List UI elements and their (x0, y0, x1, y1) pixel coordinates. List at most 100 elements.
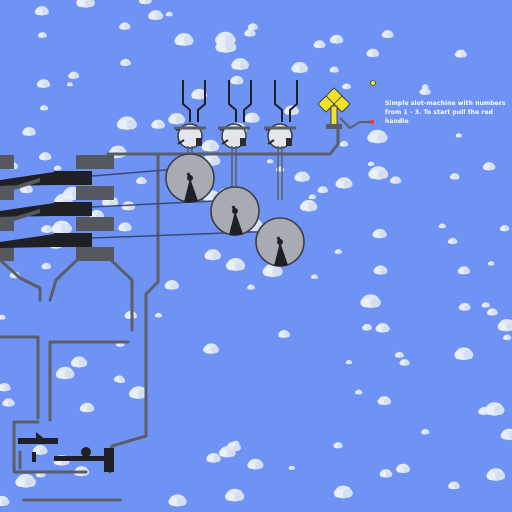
cloud (138, 0, 152, 5)
cloud (155, 312, 163, 318)
block (0, 217, 14, 231)
instructions-text: Simple slot-machine with numbers from 1 … (385, 100, 506, 125)
cloud (399, 359, 410, 366)
cloud (481, 302, 490, 308)
flywheel-icon (255, 217, 305, 267)
cloud (487, 261, 495, 266)
cloud (70, 356, 88, 368)
cloud (421, 84, 429, 89)
cloud (38, 32, 47, 38)
cloud (284, 105, 299, 116)
cloud (203, 343, 219, 354)
yellow-lever-icon[interactable] (317, 80, 376, 130)
cloud (135, 176, 147, 185)
cloud (230, 75, 244, 85)
cloud (454, 347, 474, 361)
cloud (375, 323, 390, 333)
cloud (486, 468, 506, 481)
hoppers (182, 80, 298, 122)
cloud (360, 294, 381, 309)
cloud (294, 171, 310, 182)
cloud (218, 446, 236, 458)
cloud (267, 159, 274, 164)
cloud (66, 82, 73, 87)
cloud (201, 139, 220, 152)
cloud (500, 428, 512, 441)
cloud (396, 463, 411, 474)
cloud (2, 398, 15, 407)
cloud (484, 402, 505, 416)
slot-reel-icon (218, 123, 250, 200)
cloud (288, 465, 296, 470)
cloud (379, 469, 393, 478)
cloud (120, 58, 132, 67)
cloud (119, 22, 131, 30)
cloud (438, 223, 446, 229)
hopper (228, 80, 252, 122)
cloud (231, 440, 240, 446)
cloud (55, 366, 75, 380)
cloud (329, 66, 339, 73)
cloud (497, 319, 512, 332)
ramp (36, 432, 46, 444)
hopper (182, 80, 206, 122)
cloud (454, 49, 467, 58)
left-machinery (0, 155, 114, 261)
cloud (174, 33, 194, 46)
cloud (247, 458, 264, 470)
cloud (148, 10, 164, 21)
ball (81, 447, 91, 457)
block (32, 452, 36, 462)
flywheel-icon (165, 153, 215, 203)
flywheel-icon (210, 186, 260, 236)
cloud (367, 161, 375, 166)
cloud (0, 314, 6, 320)
cloud (164, 280, 180, 290)
dark-block (54, 171, 92, 185)
cloud (225, 488, 245, 502)
cloud (291, 61, 309, 74)
dark-block (54, 202, 92, 216)
cloud (502, 334, 512, 341)
cloud (118, 222, 132, 232)
cloud (0, 495, 10, 507)
cloud (482, 162, 496, 171)
cloud (313, 40, 326, 49)
cloud (231, 58, 250, 71)
cloud (247, 284, 255, 290)
cloud (339, 140, 349, 147)
cloud (0, 382, 11, 392)
cloud (486, 308, 498, 316)
cloud (377, 396, 392, 406)
block (104, 448, 114, 472)
cloud (333, 442, 343, 449)
cloud (40, 105, 49, 111)
cloud (355, 389, 363, 395)
cloud (204, 249, 222, 261)
cloud (15, 473, 36, 488)
cloud (308, 194, 317, 200)
red-handle-icon[interactable] (339, 117, 374, 130)
cloud (333, 485, 353, 499)
block (0, 155, 14, 169)
cloud (342, 83, 352, 90)
cloud (448, 481, 460, 490)
cloud (394, 351, 404, 358)
cloud (116, 116, 138, 130)
cloud (225, 258, 246, 271)
cloud (499, 225, 510, 232)
cloud (51, 220, 72, 235)
cloud (68, 71, 80, 79)
cloud (34, 6, 49, 16)
hopper (274, 80, 298, 122)
block (76, 217, 114, 231)
cloud (79, 402, 95, 413)
cloud (215, 31, 236, 46)
cloud (334, 249, 343, 255)
cloud (419, 87, 431, 96)
cloud (41, 262, 52, 270)
ramp (0, 172, 54, 186)
block (0, 186, 14, 200)
cloud (421, 429, 430, 435)
